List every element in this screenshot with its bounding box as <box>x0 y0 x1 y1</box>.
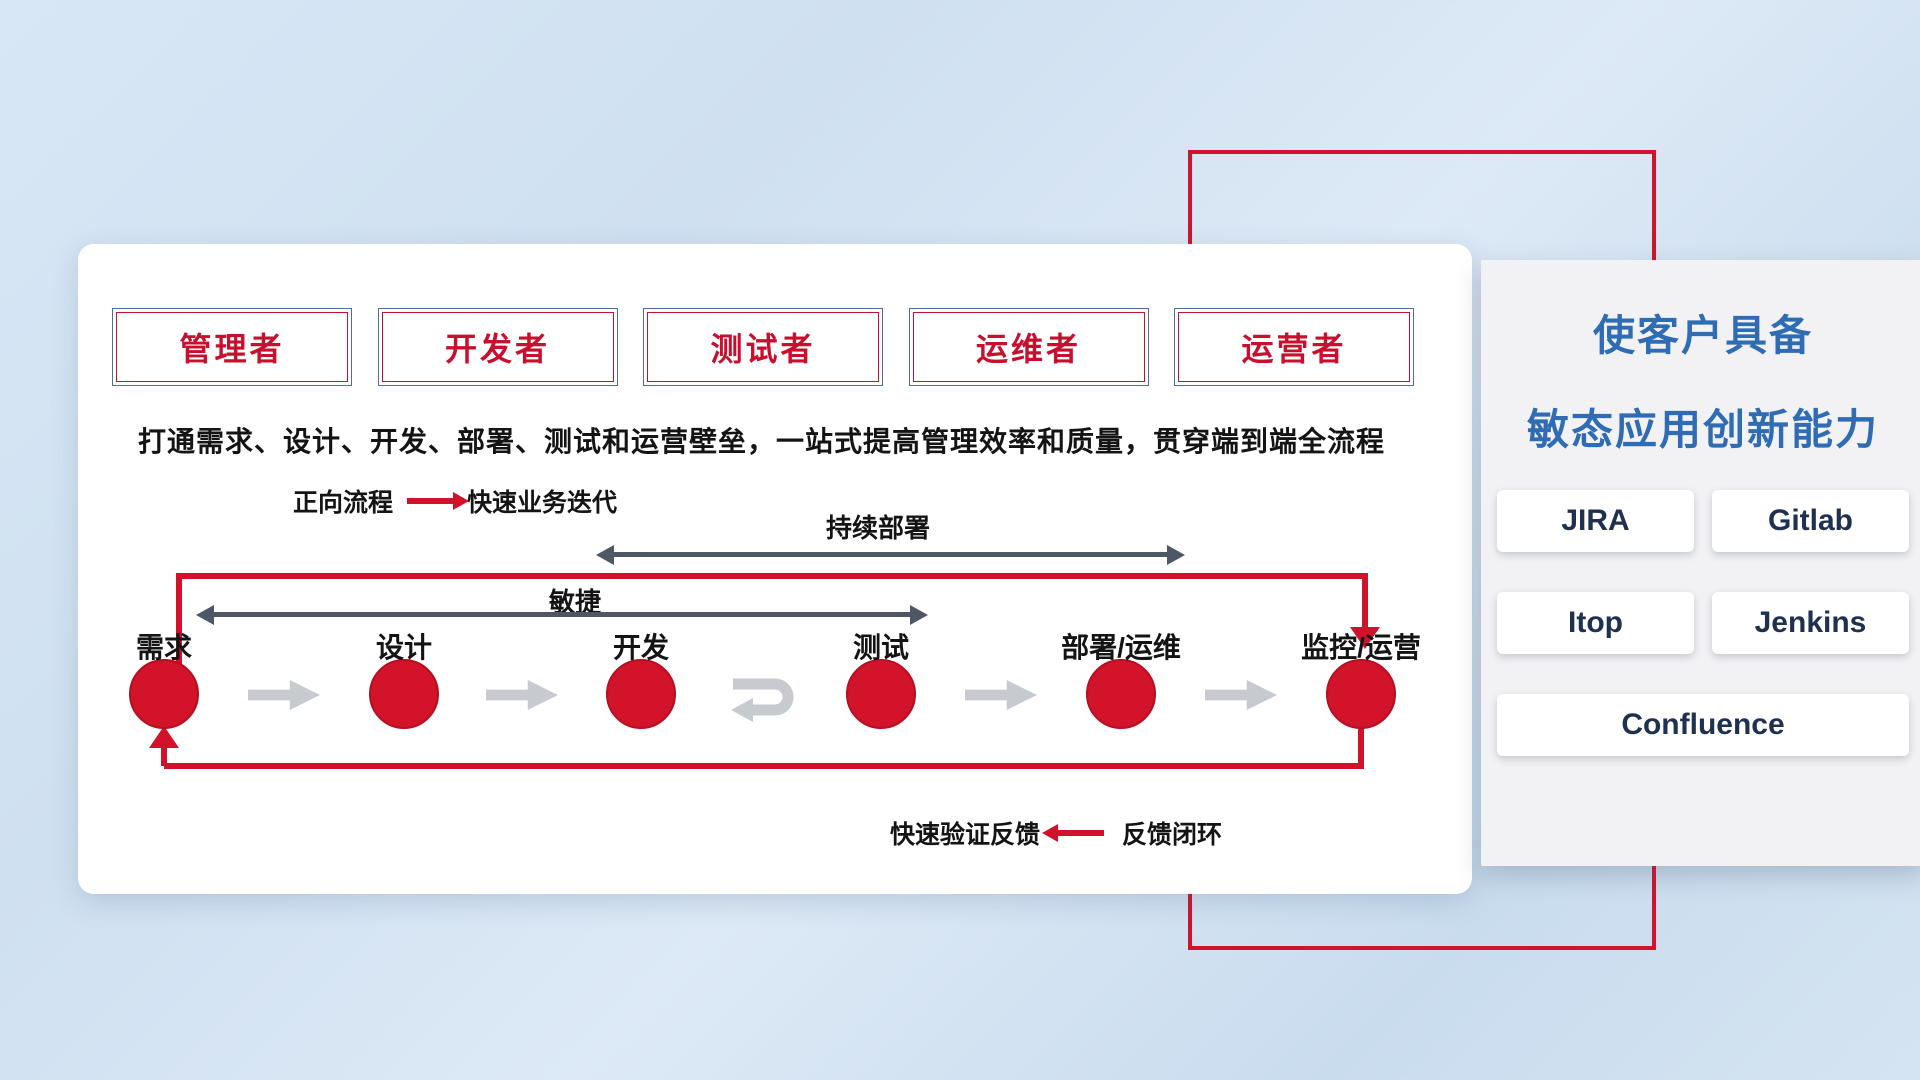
role-box-manager: 管理者 <box>112 308 352 386</box>
iteration-loop-icon <box>719 668 803 729</box>
node-label-test: 测试 <box>852 632 909 663</box>
agile-span-arrow-icon <box>212 612 912 617</box>
capability-title-line1: 使客户具备 <box>1592 312 1813 359</box>
continuous-deploy-span-arrow-icon <box>612 552 1169 557</box>
capability-title-line2: 敏态应用创新能力 <box>1526 406 1879 453</box>
node-circle-develop <box>606 659 676 729</box>
forward-flow-line-right <box>1362 573 1368 629</box>
feedback-loop-line-right <box>1358 696 1364 766</box>
capability-panel: 使客户具备 敏态应用创新能力 JIRA Gitlab Itop Jenkins … <box>1481 260 1920 866</box>
forward-flow-legend: 正向流程 快速业务迭代 <box>293 484 617 518</box>
feedback-loop-line-left <box>161 744 167 766</box>
forward-flow-legend-label: 正向流程 <box>293 489 394 517</box>
tool-chip-gitlab: Gitlab <box>1712 490 1909 552</box>
node-circle-monitor-operate <box>1326 659 1396 729</box>
role-box-developer: 开发者 <box>377 308 618 386</box>
feedback-arrow-icon <box>1058 830 1105 836</box>
flow-arrow-icon <box>965 680 1037 710</box>
role-label-manager: 管理者 <box>179 331 285 367</box>
node-circle-requirement <box>129 659 199 729</box>
feedback-loop-arrowhead-icon <box>149 726 179 748</box>
forward-flow-arrowhead-icon <box>1350 627 1380 649</box>
node-label-develop: 开发 <box>612 632 669 663</box>
role-box-tester: 测试者 <box>643 308 883 386</box>
forward-flow-legend-value: 快速业务迭代 <box>467 489 618 517</box>
flow-arrow-icon <box>486 680 558 710</box>
node-label-deploy-ops: 部署/运维 <box>1061 632 1181 663</box>
continuous-deploy-label: 持续部署 <box>825 513 930 543</box>
panel-description: 打通需求、设计、开发、部署、测试和运营壁垒，一站式提高管理效率和质量，贯穿端到端… <box>138 426 1386 457</box>
role-label-operator: 运营者 <box>1241 331 1347 367</box>
role-box-ops: 运维者 <box>908 308 1149 386</box>
tool-chip-jira: JIRA <box>1497 490 1694 552</box>
node-circle-test <box>846 659 916 729</box>
role-label-developer: 开发者 <box>444 331 550 367</box>
flow-arrow-icon <box>248 680 320 710</box>
node-label-requirement: 需求 <box>135 632 192 663</box>
roles-row: 管理者 开发者 测试者 运维者 运营者 <box>112 308 1414 386</box>
role-box-operator: 运营者 <box>1174 308 1414 386</box>
tool-chip-itop: Itop <box>1497 592 1694 654</box>
feedback-legend: 快速验证反馈 反馈闭环 <box>890 816 1222 850</box>
node-circle-design <box>369 659 439 729</box>
tools-grid: JIRA Gitlab Itop Jenkins Confluence <box>1497 490 1909 756</box>
node-label-design: 设计 <box>375 632 432 663</box>
node-circle-deploy-ops <box>1086 659 1156 729</box>
role-label-ops: 运维者 <box>975 331 1081 367</box>
forward-flow-line-left <box>176 573 182 669</box>
forward-arrow-icon <box>407 498 454 504</box>
flow-arrow-icon <box>1205 680 1277 710</box>
tool-chip-confluence: Confluence <box>1497 694 1909 756</box>
feedback-loop-line-bottom <box>164 763 1364 769</box>
feedback-legend-label: 快速验证反馈 <box>890 821 1041 849</box>
devops-flow-panel: 管理者 开发者 测试者 运维者 运营者 打通需求、设计、开发、部署、测试和运营壁… <box>78 244 1472 894</box>
feedback-legend-value: 反馈闭环 <box>1122 821 1223 849</box>
role-label-tester: 测试者 <box>710 331 816 367</box>
forward-flow-line-top <box>176 573 1368 579</box>
node-label-monitor-operate: 监控/运营 <box>1301 632 1421 663</box>
tool-chip-jenkins: Jenkins <box>1712 592 1909 654</box>
